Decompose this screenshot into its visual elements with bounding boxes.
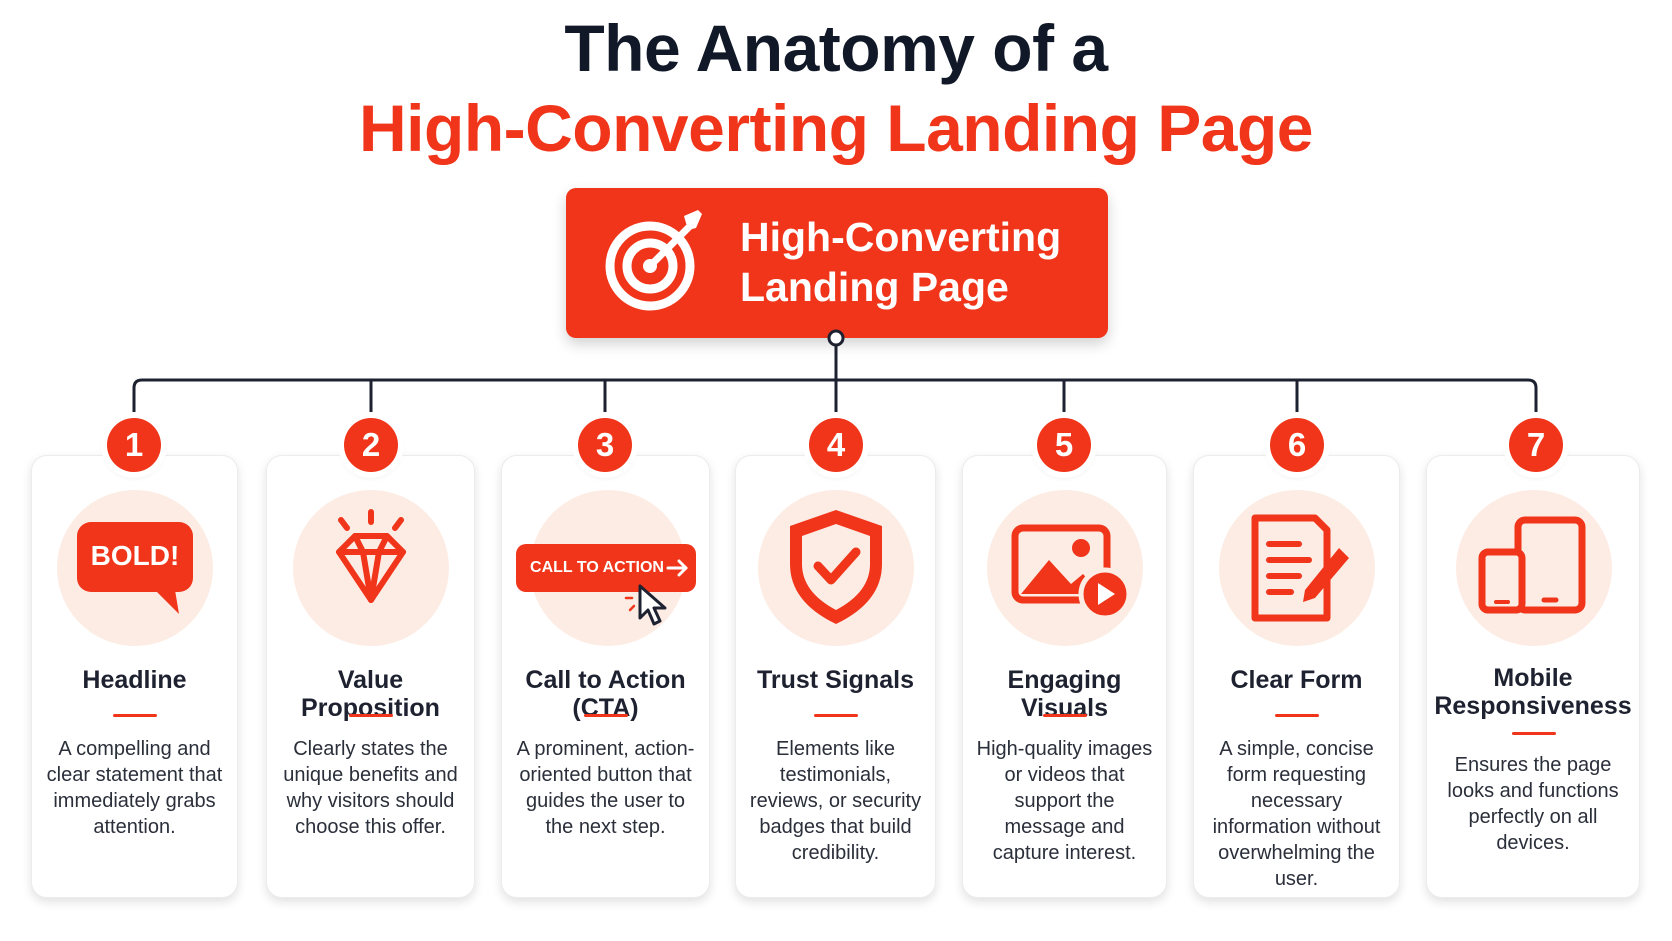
cta-button-cursor-icon — [516, 544, 696, 626]
card-description: Ensures the page looks and functions per… — [1447, 754, 1619, 854]
card-title: Mobile Responsiveness — [1427, 664, 1639, 720]
form-pencil-icon — [1251, 514, 1349, 622]
icon-circle — [293, 490, 449, 646]
title-underline — [584, 714, 628, 717]
speech-bubble-icon — [77, 522, 193, 614]
card-title: Headline — [82, 666, 187, 694]
card-headline: BOLD! Headline A compelling and clear st… — [31, 455, 238, 898]
card-title-line1: Mobile — [1493, 664, 1573, 692]
icon-circle: CALL TO ACTION — [516, 490, 696, 646]
card-description: Elements like testimonials, reviews, or … — [749, 738, 922, 864]
speech-bubble-text: BOLD! — [90, 540, 180, 571]
step-badge-5: 5 — [1037, 418, 1091, 472]
step-badge-7: 7 — [1509, 418, 1563, 472]
card-description: A compelling and clear statement that im… — [46, 738, 223, 838]
hero-label-line2: Landing Page — [740, 264, 1009, 310]
card-title-line2: Responsiveness — [1434, 692, 1632, 720]
hero-label: High-Converting Landing Page — [740, 212, 1090, 312]
title-underline — [349, 714, 393, 717]
page-title-line1: The Anatomy of a — [564, 11, 1108, 85]
step-badge-3: 3 — [578, 418, 632, 472]
card-title: Engaging Visuals — [1007, 666, 1122, 722]
step-badge-1: 1 — [107, 418, 161, 472]
card-description: A simple, concise form requesting necess… — [1212, 738, 1381, 890]
diamond-icon — [336, 509, 406, 603]
step-badge-6: 6 — [1270, 418, 1324, 472]
icon-circle: BOLD! — [57, 490, 213, 646]
shield-check-icon — [790, 510, 882, 624]
title-underline — [1043, 714, 1087, 717]
hero-label-line1: High-Converting — [740, 214, 1062, 260]
title-underline — [1512, 732, 1556, 735]
hero-box: High-Converting Landing Page — [566, 188, 1108, 338]
icon-circle — [987, 490, 1143, 646]
step-badge-4: 4 — [809, 418, 863, 472]
card-trust-signals: Trust Signals Elements like testimonials… — [735, 455, 936, 898]
card-engaging-visuals: Engaging Visuals High-quality images or … — [962, 455, 1167, 898]
title-underline — [1275, 714, 1319, 717]
card-title: Value Proposition — [301, 666, 440, 722]
icon-circle — [1219, 490, 1375, 646]
target-arrow-icon — [605, 210, 702, 311]
title-underline — [113, 714, 157, 717]
card-mobile-responsiveness: Mobile Responsiveness Ensures the page l… — [1426, 455, 1640, 898]
card-description: Clearly states the unique benefits and w… — [283, 738, 458, 838]
image-video-icon — [1011, 524, 1132, 621]
phone-tablet-icon — [1478, 516, 1586, 614]
card-title: Call to Action (CTA) — [525, 666, 686, 722]
card-value-proposition: Value Proposition Clearly states the uni… — [266, 455, 475, 898]
icon-circle — [758, 490, 914, 646]
icon-circle — [1456, 490, 1612, 646]
cta-button-text: CALL TO ACTION — [530, 559, 664, 576]
card-call-to-action: CALL TO ACTION Call to Action (CTA) A pr… — [501, 455, 710, 898]
card-title: Trust Signals — [757, 666, 914, 694]
card-description: High-quality images or videos that suppo… — [976, 738, 1153, 864]
title-underline — [814, 714, 858, 717]
step-badge-2: 2 — [344, 418, 398, 472]
card-title: Clear Form — [1230, 666, 1363, 694]
page-title-line2: High-Converting Landing Page — [359, 91, 1314, 165]
card-clear-form: Clear Form A simple, concise form reques… — [1193, 455, 1400, 898]
card-description: A prominent, action-oriented button that… — [516, 738, 695, 838]
